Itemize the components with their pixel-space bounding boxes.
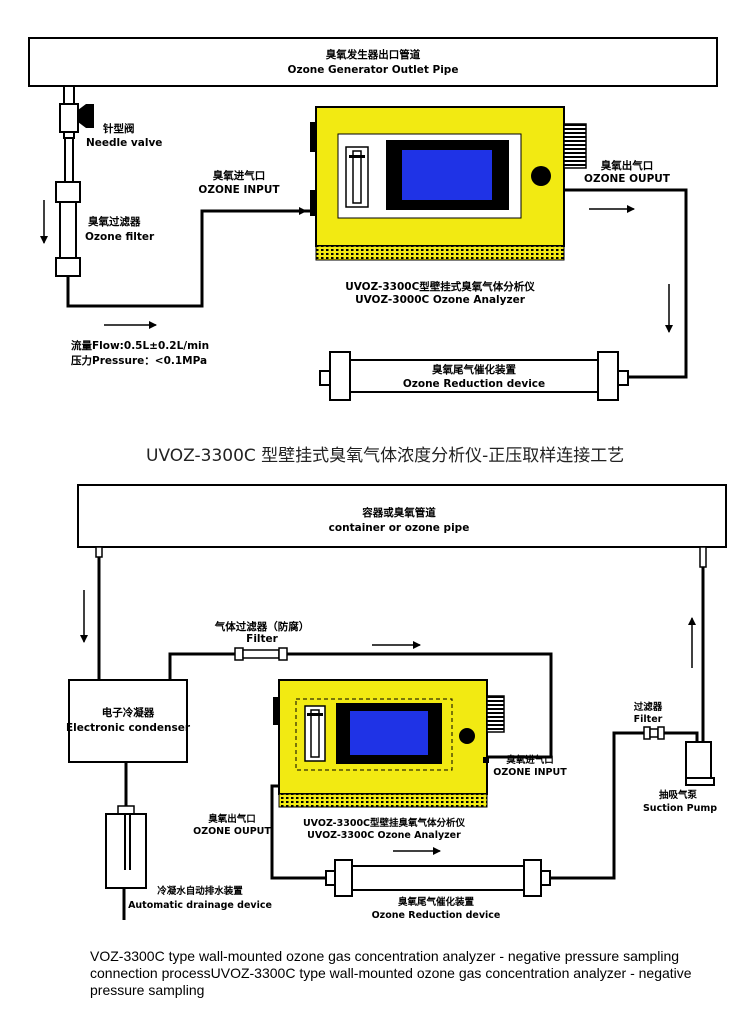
pipe-fitting: [63, 85, 75, 105]
ozone-input-label-en: OZONE INPUT: [198, 184, 280, 196]
caption-negative-pressure: VOZ-3300C type wall-mounted ozone gas co…: [90, 948, 692, 998]
display-screen: [402, 150, 492, 200]
flowmeter-icon: [345, 146, 369, 208]
flow-spec: 流量Flow:0.5L±0.2L/min: [71, 339, 209, 352]
needle-valve-label-en: Needle valve: [86, 137, 162, 149]
ozone-filter-label-en: Ozone filter: [85, 231, 155, 243]
container-or-ozone-pipe: [77, 484, 727, 548]
pipe2-label-cn: 容器或臭氧管道: [361, 506, 436, 519]
drainage-label-en: Automatic drainage device: [128, 900, 272, 911]
ozone-output2-label-cn: 臭氧出气口: [208, 813, 256, 825]
drainage-device-icon: [105, 805, 147, 920]
analyzer-1-label-en: UVOZ-3000C Ozone Analyzer: [355, 294, 526, 306]
filter2-label-en: Filter: [634, 714, 663, 725]
gas-filter-label-en: Filter: [246, 633, 279, 645]
ozone-output-label-cn: 臭氧出气口: [601, 159, 654, 172]
suction-pump-icon: [685, 741, 715, 786]
reduction-1-label-cn: 臭氧尾气催化装置: [432, 363, 516, 376]
pump-label-cn: 抽吸气泵: [659, 789, 698, 801]
display2-screen: [350, 711, 428, 755]
ozone-reduction-device-2: [325, 859, 551, 897]
ozone-input2-label-cn: 臭氧进气口: [506, 754, 554, 766]
drainage-label-cn: 冷凝水自动排水装置: [157, 885, 243, 897]
filter2-icon: [643, 726, 665, 740]
analyzer-outlet-line: [270, 784, 326, 880]
analyzer-2-label-en: UVOZ-3300C Ozone Analyzer: [307, 830, 461, 841]
pump-label-en: Suction Pump: [643, 803, 717, 814]
ozone-reduction-device-1: [319, 351, 629, 401]
pipe2-label-en: container or ozone pipe: [329, 522, 470, 534]
sample-line: [66, 209, 310, 308]
diagram-positive-pressure: 臭氧发生器出口管道 Ozone Generator Outlet Pipe 针型…: [28, 37, 718, 401]
ozone-input2-label-en: OZONE INPUT: [493, 767, 567, 778]
gas-filter-icon: [234, 647, 288, 661]
reduction-1-label-en: Ozone Reduction device: [403, 378, 545, 390]
vent-grille2-icon: [486, 695, 505, 733]
ozone-analyzer-1: [310, 106, 587, 261]
exhaust2-line: [550, 731, 646, 880]
needle-valve-label-cn: 针型阀: [102, 122, 135, 135]
condenser-label-cn: 电子冷凝器: [102, 706, 155, 719]
electronic-condenser: [68, 679, 188, 763]
pipe-label-en: Ozone Generator Outlet Pipe: [288, 64, 459, 76]
ozone-filter-icon: [55, 181, 81, 277]
flowmeter2-icon: [304, 705, 326, 762]
filter2-label-cn: 过滤器: [634, 701, 663, 713]
control-knob-icon: [531, 166, 551, 186]
pressure-spec: 压力Pressure：<0.1MPa: [71, 354, 207, 367]
gas-filter-label-cn: 气体过滤器（防腐）: [214, 620, 310, 633]
reduction-2-label-cn: 臭氧尾气催化装置: [398, 896, 475, 908]
reduction-2-label-en: Ozone Reduction device: [372, 910, 501, 921]
ozone-output-label-en: OZONE OUPUT: [584, 173, 671, 185]
ozone-filter-label-cn: 臭氧过滤器: [88, 215, 141, 228]
ozone-input-label-cn: 臭氧进气口: [213, 169, 266, 182]
control-knob2-icon: [459, 728, 475, 744]
condenser-label-en: Electronic condenser: [66, 722, 191, 734]
vent-grille-icon: [563, 123, 587, 169]
condenser-outlet-line: [168, 652, 238, 680]
needle-valve-icon: [59, 103, 94, 139]
ozone-output2-label-en: OZONE OUPUT: [193, 826, 271, 837]
caption-positive-pressure: UVOZ-3300C 型壁挂式臭氧气体浓度分析仪-正压取样连接工艺: [146, 446, 625, 466]
analyzer-inlet-line: [287, 652, 553, 759]
analyzer-2-label-cn: UVOZ-3300C型壁挂臭氧气体分析仪: [303, 817, 466, 829]
ozone-generator-outlet-pipe: [28, 37, 718, 87]
diagram-negative-pressure: 容器或臭氧管道 container or ozone pipe 电子冷凝器 El…: [66, 484, 727, 921]
analyzer-1-label-cn: UVOZ-3300C型壁挂式臭氧气体分析仪: [345, 280, 535, 293]
exhaust-line: [564, 188, 688, 379]
ozone-analyzer-2: [273, 679, 505, 808]
pipe-label-cn: 臭氧发生器出口管道: [326, 48, 421, 61]
